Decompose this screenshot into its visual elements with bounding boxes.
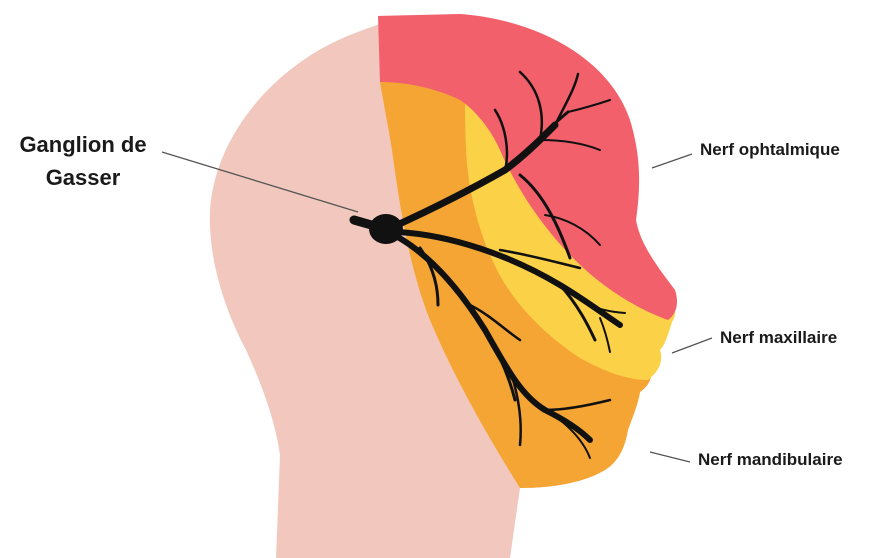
mandibulaire-leader-line	[650, 452, 690, 462]
ganglion-label-line2: Gasser	[12, 161, 154, 194]
maxillaire-leader-line	[672, 338, 712, 353]
nerf-mandibulaire-label: Nerf mandibulaire	[698, 450, 843, 470]
ganglion-label-line1: Ganglion de	[12, 128, 154, 161]
gasser-ganglion	[369, 214, 403, 244]
ophtalmique-leader-line	[652, 154, 692, 168]
nerf-ophtalmique-label: Nerf ophtalmique	[700, 140, 840, 160]
ganglion-de-gasser-label: Ganglion de Gasser	[12, 128, 154, 194]
nerf-maxillaire-label: Nerf maxillaire	[720, 328, 837, 348]
